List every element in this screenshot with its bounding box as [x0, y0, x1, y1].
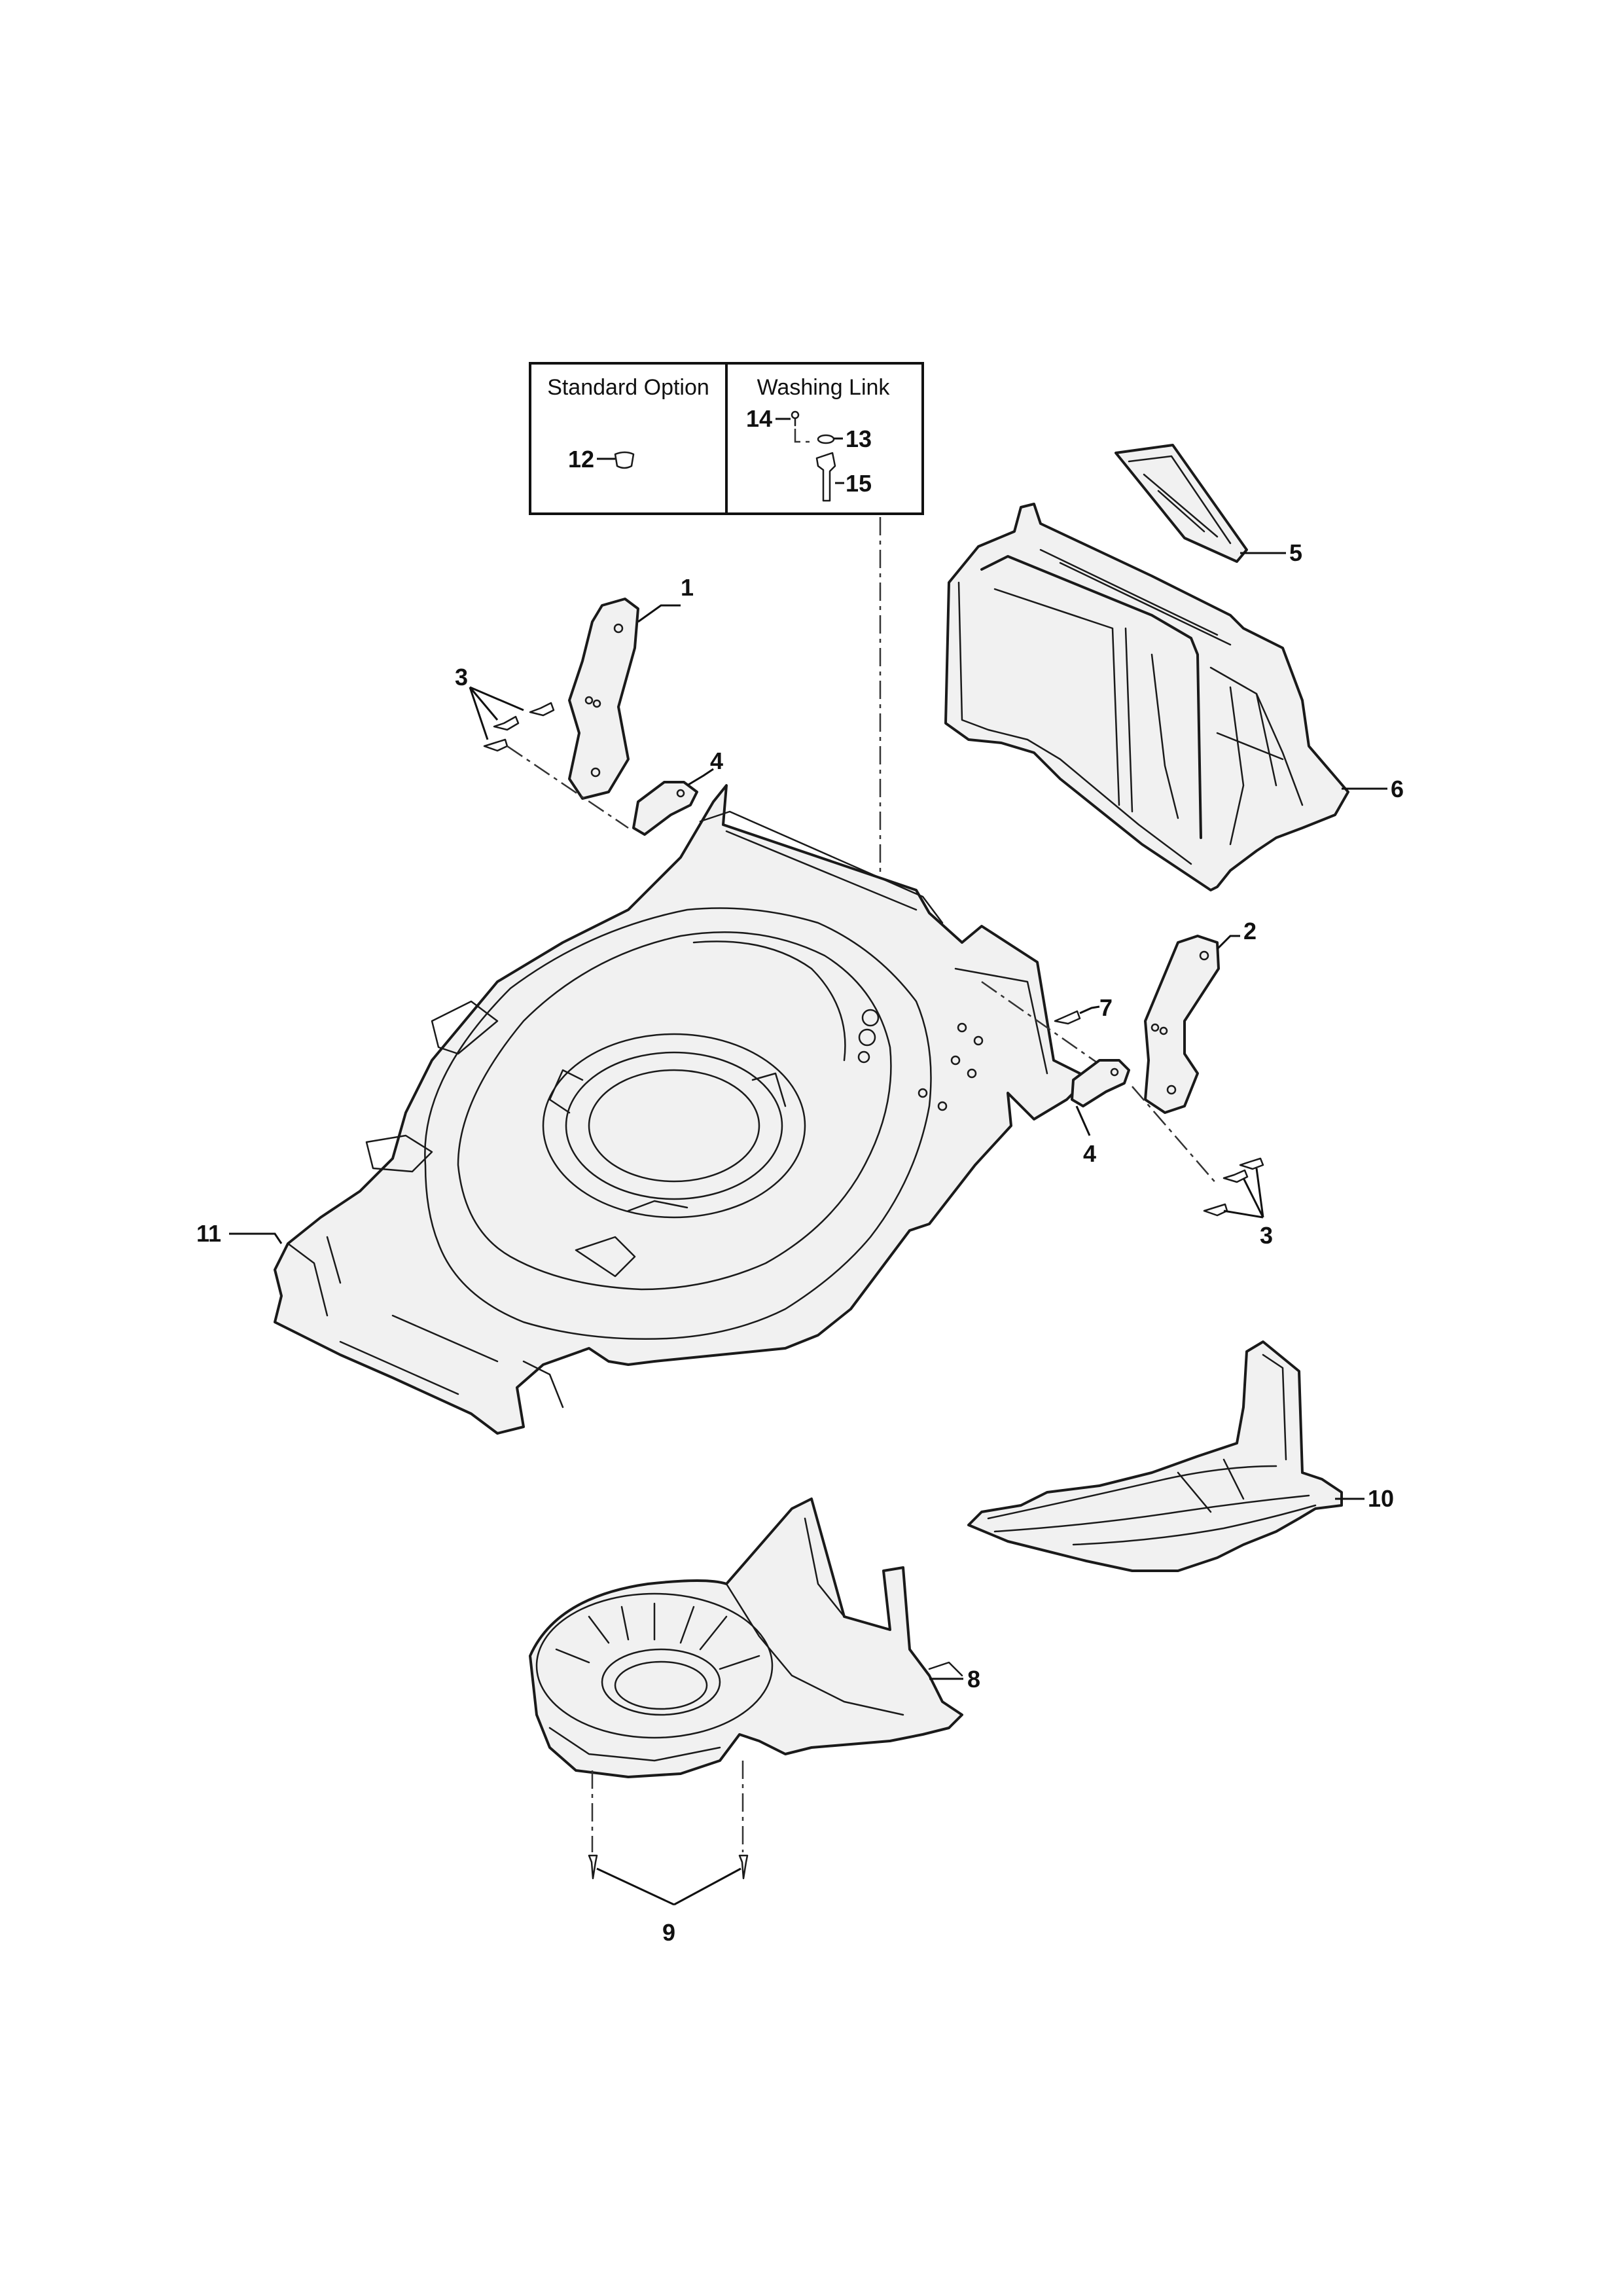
callout-2: 2 [1243, 918, 1257, 944]
part-5-flap [1115, 444, 1286, 563]
callout-9: 9 [662, 1919, 675, 1946]
callout-4-lower: 4 [1083, 1140, 1096, 1167]
callout-3-left: 3 [455, 664, 468, 691]
callout-12: 12 [568, 446, 594, 473]
callout-1: 1 [681, 574, 694, 601]
part-1-left-bracket [568, 598, 681, 800]
callout-15: 15 [846, 470, 872, 497]
callout-13: 13 [846, 425, 872, 452]
washing-link-title: Washing Link [757, 375, 891, 400]
part-3-bolts-right [1132, 1086, 1264, 1219]
part-4-clip-upper [632, 768, 714, 836]
part-2-right-bracket [1144, 935, 1240, 1114]
part-3-bolts-left [469, 686, 629, 829]
part-10-side-chute [967, 1340, 1364, 1572]
callout-5: 5 [1289, 539, 1302, 566]
part-11-deck [229, 784, 1113, 1435]
callout-10: 10 [1368, 1485, 1394, 1512]
callout-6: 6 [1391, 776, 1404, 802]
part-7-bolt [1054, 1005, 1100, 1025]
callout-7: 7 [1099, 994, 1113, 1021]
callout-14: 14 [746, 405, 772, 432]
callout-labels: 1 2 3 3 4 4 5 6 7 8 9 10 11 12 13 14 15 [196, 405, 1404, 1946]
part-6-rear-housing [944, 503, 1387, 891]
standard-option-title: Standard Option [547, 375, 709, 400]
part-14-screw [776, 410, 812, 443]
part-12-plug [597, 451, 635, 469]
callout-3-right: 3 [1260, 1222, 1273, 1249]
part-8-baffle [529, 1498, 963, 1852]
callout-11: 11 [196, 1220, 221, 1247]
callout-8: 8 [967, 1666, 980, 1693]
part-13-washer [817, 434, 843, 444]
callout-4-upper: 4 [710, 747, 723, 774]
part-15-connector [815, 452, 844, 502]
option-box: Standard Option Washing Link [529, 362, 924, 515]
part-4-clip-lower [1071, 1059, 1130, 1136]
part-9-screws [588, 1854, 749, 1906]
